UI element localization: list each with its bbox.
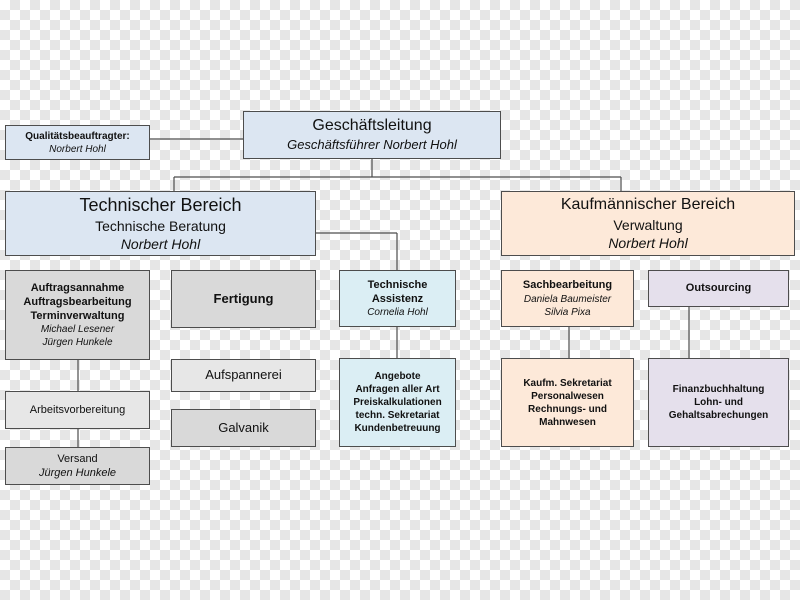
clerks-person: Silvia Pixa: [544, 306, 591, 318]
electroplating-box: Galvanik: [171, 409, 316, 447]
order-processing-box: Auftragsannahme Auftragsbearbeitung Term…: [5, 270, 150, 360]
electroplating-label: Galvanik: [218, 419, 269, 435]
shipping-title: Versand: [57, 452, 98, 465]
technical-division-subtitle: Technische Beratung: [95, 218, 226, 234]
quality-officer-title: Qualitätsbeauftragter:: [25, 130, 130, 142]
secretariat-line: Kaufm. Sekretariat: [523, 377, 612, 389]
technical-assistance-person: Cornelia Hohl: [367, 307, 428, 319]
management-subtitle: Geschäftsführer Norbert Hohl: [287, 136, 457, 152]
management-title: Geschäftsleitung: [312, 117, 432, 135]
order-processing-line: Terminverwaltung: [30, 310, 125, 323]
production-label: Fertigung: [213, 290, 274, 306]
production-box: Fertigung: [171, 270, 316, 328]
offers-line: Preiskalkulationen: [353, 397, 442, 408]
secretariat-line: Rechnungs- und: [528, 403, 607, 415]
clamping-box: Aufspannerei: [171, 359, 316, 392]
offers-line: Anfragen aller Art: [355, 384, 440, 395]
offers-line: Angebote: [374, 371, 421, 382]
outsourcing-label: Outsourcing: [685, 282, 752, 295]
quality-officer-box: Qualitätsbeauftragter: Norbert Hohl: [5, 125, 150, 160]
offers-line: Kundenbetreuung: [354, 423, 441, 434]
offers-box: Angebote Anfragen aller Art Preiskalkula…: [339, 358, 456, 447]
technical-division-box: Technischer Bereich Technische Beratung …: [5, 191, 316, 256]
commercial-division-name: Norbert Hohl: [608, 234, 688, 251]
secretariat-line: Personalwesen: [531, 390, 604, 402]
secretariat-line: Mahnwesen: [539, 416, 596, 428]
accounting-line: Lohn- und: [694, 397, 743, 408]
order-processing-person: Michael Lesener: [40, 324, 115, 336]
quality-officer-name: Norbert Hohl: [49, 143, 106, 155]
order-processing-line: Auftragsannahme: [30, 281, 125, 294]
commercial-division-subtitle: Verwaltung: [613, 216, 683, 233]
offers-line: techn. Sekretariat: [355, 410, 440, 421]
technical-assistance-line: Assistenz: [371, 293, 424, 305]
clerks-person: Daniela Baumeister: [523, 293, 612, 305]
accounting-line: Finanzbuchhaltung: [672, 384, 765, 395]
accounting-line: Gehaltsabrechungen: [668, 410, 769, 421]
management-box: Geschäftsleitung Geschäftsführer Norbert…: [243, 111, 501, 159]
clerks-box: Sachbearbeitung Daniela Baumeister Silvi…: [501, 270, 634, 327]
order-processing-line: Auftragsbearbeitung: [23, 295, 132, 308]
clamping-label: Aufspannerei: [205, 367, 282, 383]
work-preparation-box: Arbeitsvorbereitung: [5, 391, 150, 429]
commercial-division-title: Kaufmännischer Bereich: [560, 195, 736, 213]
accounting-box: Finanzbuchhaltung Lohn- und Gehaltsabrec…: [648, 358, 789, 447]
secretariat-box: Kaufm. Sekretariat Personalwesen Rechnun…: [501, 358, 634, 447]
technical-division-title: Technischer Bereich: [79, 194, 242, 215]
commercial-division-box: Kaufmännischer Bereich Verwaltung Norber…: [501, 191, 795, 256]
shipping-box: Versand Jürgen Hunkele: [5, 447, 150, 485]
outsourcing-box: Outsourcing: [648, 270, 789, 307]
technical-assistance-line: Technische: [367, 278, 428, 291]
technical-assistance-box: Technische Assistenz Cornelia Hohl: [339, 270, 456, 327]
technical-division-name: Norbert Hohl: [120, 236, 201, 253]
shipping-person: Jürgen Hunkele: [38, 467, 117, 479]
order-processing-person: Jürgen Hunkele: [42, 337, 113, 349]
work-preparation-label: Arbeitsvorbereitung: [29, 403, 126, 416]
clerks-title: Sachbearbeitung: [522, 279, 613, 292]
